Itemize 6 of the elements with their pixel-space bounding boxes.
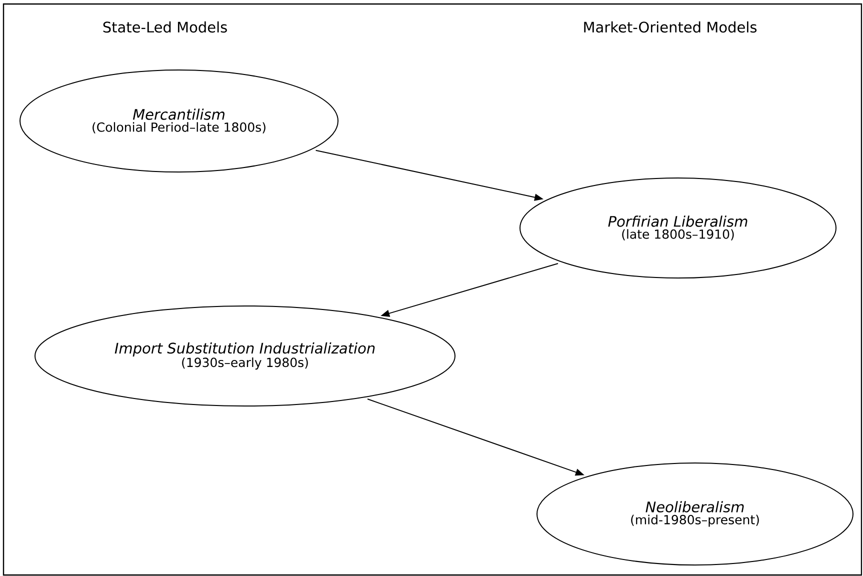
ellipse-node: Import Substitution Industrialization (1930s–early 1980s) [34, 306, 456, 406]
ellipse-node: Porfirian Liberalism (late 1800s–1910) [520, 178, 836, 278]
column-heading: State-Led Models [103, 21, 227, 33]
ellipse-node: Mercantilism (Colonial Period–late 1800s) [20, 70, 338, 172]
ellipse-node: Neoliberalism (mid-1980s–present) [536, 462, 854, 566]
column-heading: Market-Oriented Models [584, 21, 757, 33]
